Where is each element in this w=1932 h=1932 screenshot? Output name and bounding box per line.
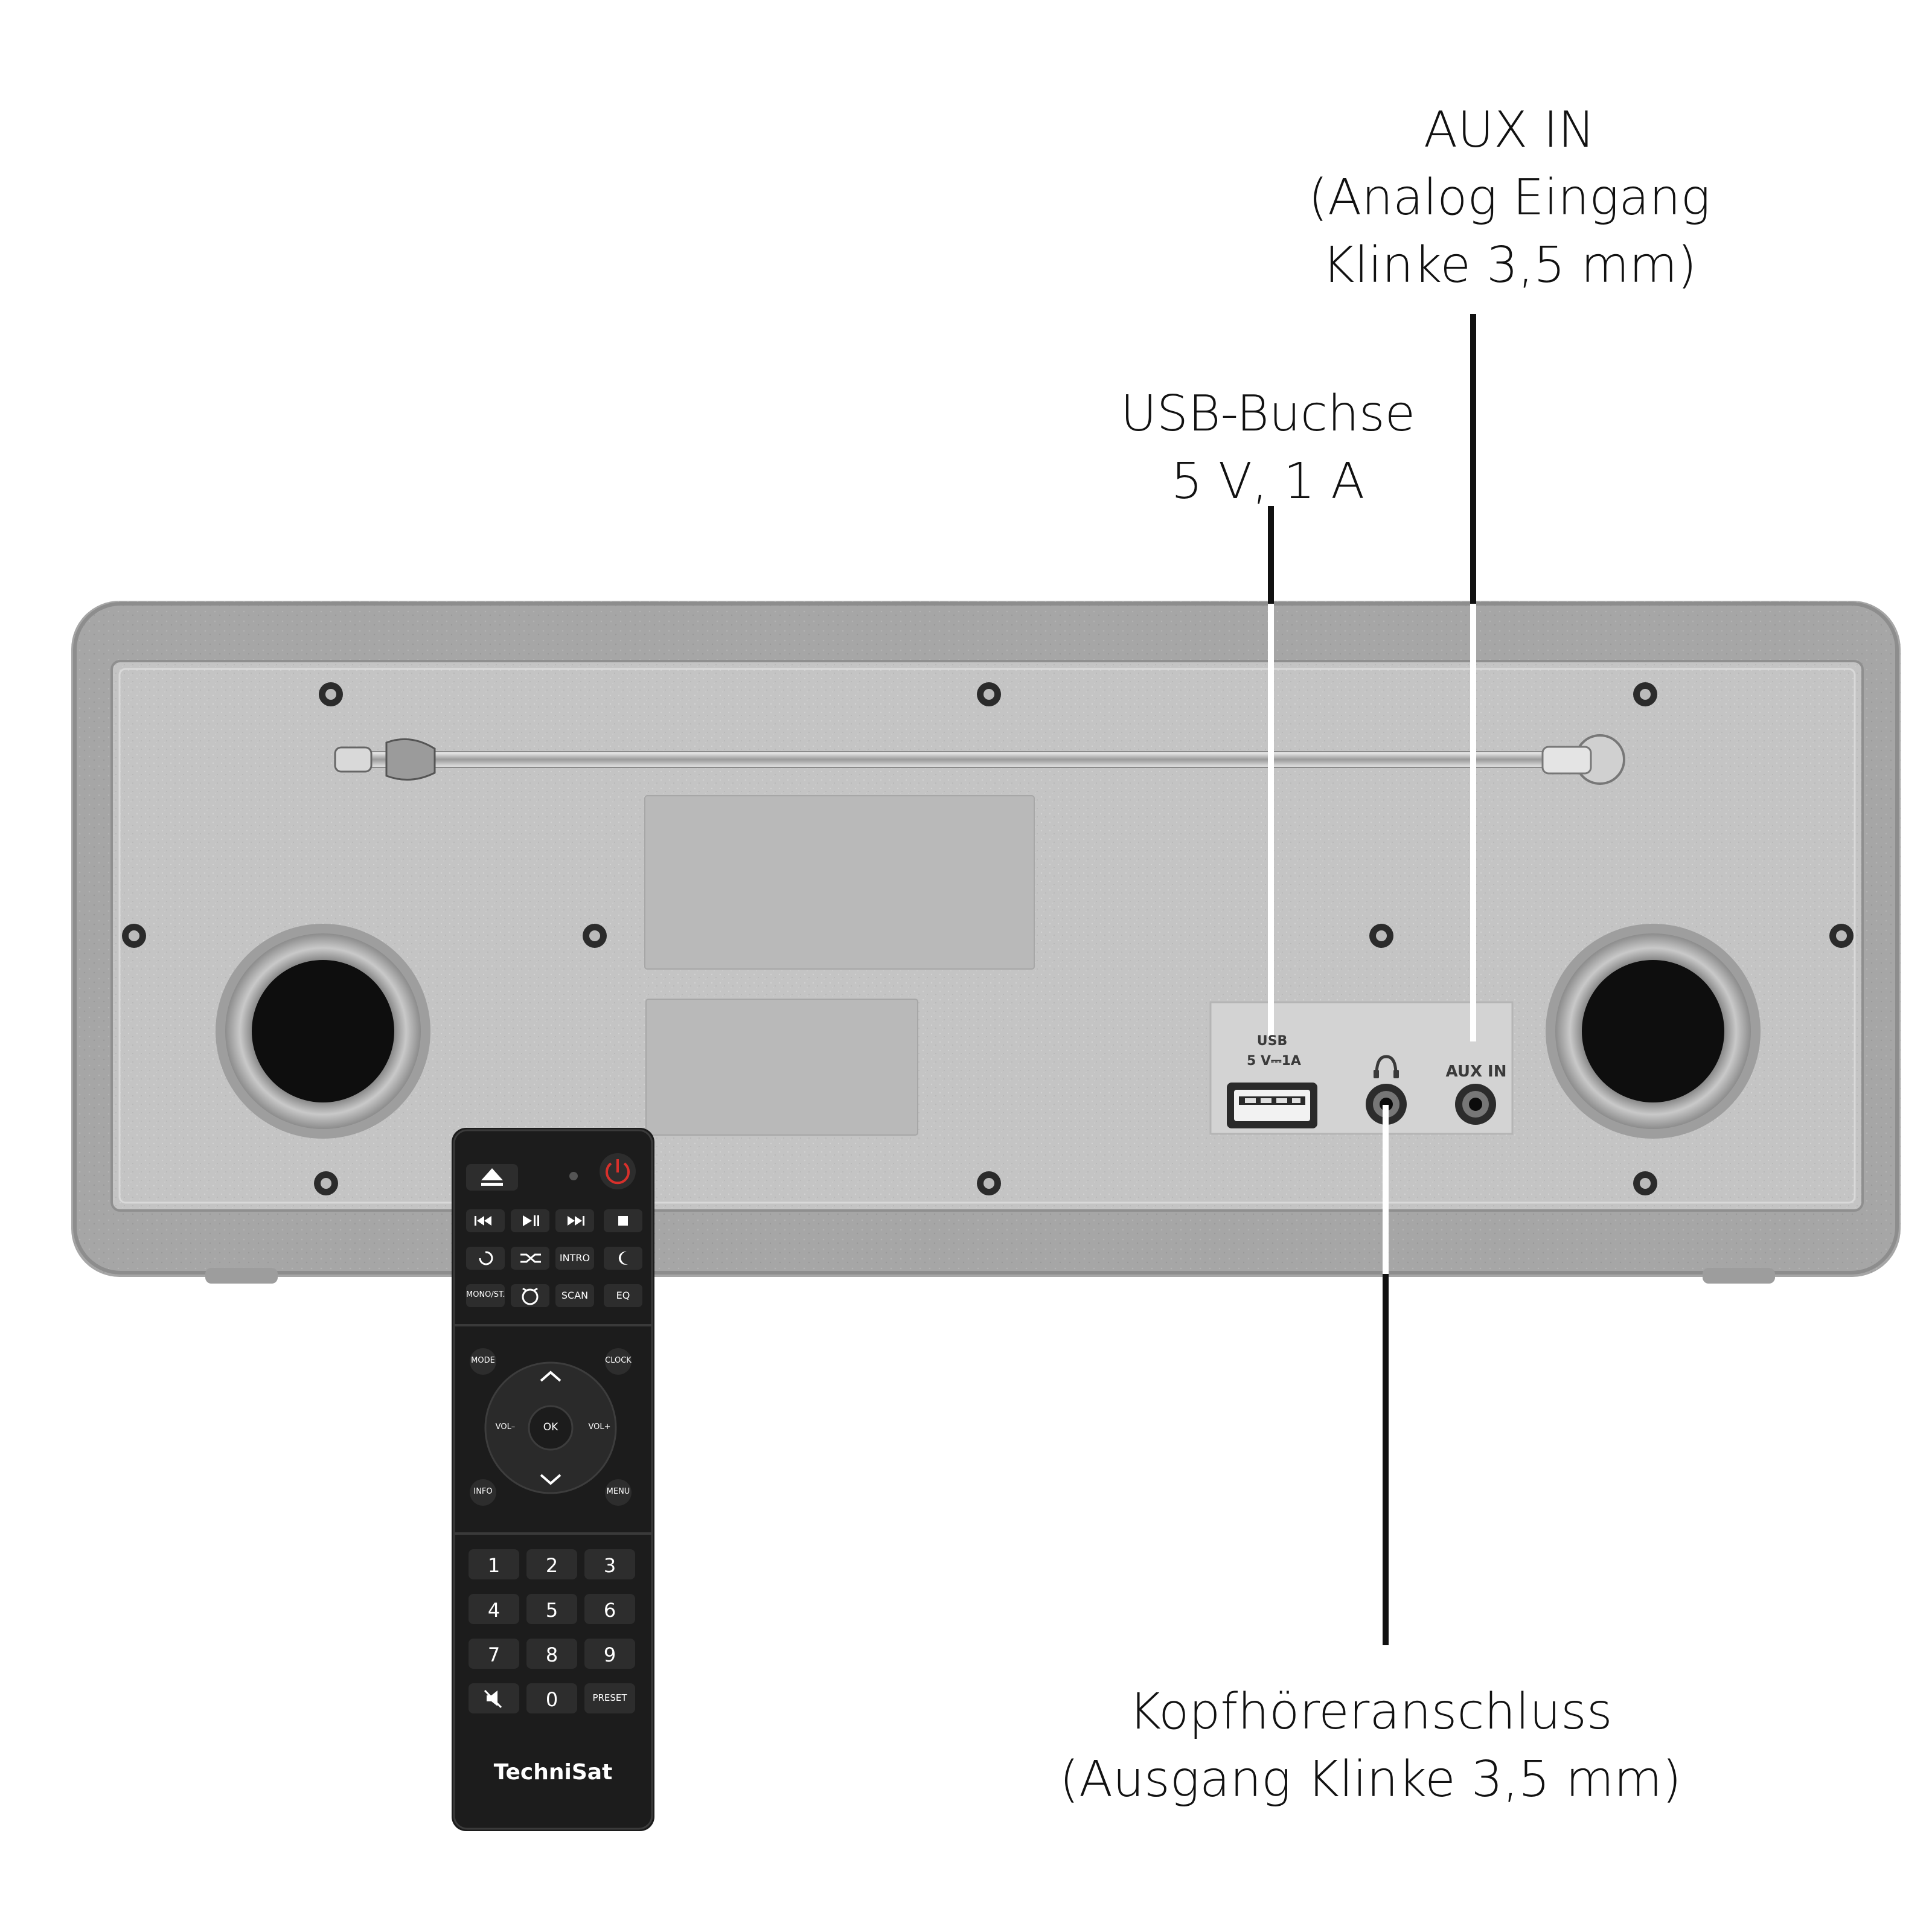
technisat-logo: TechniSat [493,1760,613,1785]
usb-rating: 5 V, 1 A [1171,453,1365,510]
mono-st-button[interactable]: MONO/ST. [466,1290,505,1299]
remote-control [452,1128,654,1831]
key-4[interactable]: 4 [487,1599,501,1622]
alarm-button[interactable] [511,1284,549,1307]
connection-panel [1209,1001,1514,1135]
callout-line-usb [1268,506,1274,604]
vol-minus-button[interactable]: VOL– [495,1422,516,1431]
headphones-desc: (Ausgang Klinke 3,5 mm) [1059,1751,1682,1808]
up-arrow-button[interactable] [531,1366,570,1390]
scan-button[interactable]: SCAN [561,1290,589,1301]
menu-button[interactable]: MENU [606,1487,630,1496]
screws [122,682,1854,1195]
key-3[interactable]: 3 [603,1554,616,1577]
aux-in-jack[interactable] [1455,1084,1496,1125]
vol-plus-button[interactable]: VOL+ [588,1422,611,1431]
prev-button[interactable] [466,1209,505,1232]
usb-port[interactable] [1227,1083,1317,1128]
telescopic-antenna [334,734,1625,785]
power-button[interactable] [600,1153,636,1189]
aux-port-label: AUX IN [1445,1063,1507,1081]
key-5[interactable]: 5 [545,1599,558,1622]
ok-button[interactable]: OK [543,1421,558,1433]
bass-port-left [216,924,430,1139]
headphone-jack[interactable] [1366,1084,1407,1125]
eq-button[interactable]: EQ [616,1290,630,1301]
preset-button[interactable]: PRESET [592,1692,627,1703]
key-9[interactable]: 9 [603,1643,616,1666]
bass-port-right [1546,924,1761,1139]
eject-button[interactable] [466,1164,518,1191]
mode-button[interactable]: MODE [471,1356,495,1365]
down-arrow-button[interactable] [531,1466,570,1490]
key-1[interactable]: 1 [487,1554,501,1577]
key-0[interactable]: 0 [545,1688,558,1711]
shuffle-button[interactable] [511,1247,549,1270]
key-6[interactable]: 6 [603,1599,616,1622]
usb-title: USB-Buchse [1120,385,1416,443]
usb-port-label: USB [1256,1034,1288,1049]
label-plate-small [645,999,918,1136]
callout-line-aux [1470,314,1476,604]
usb-port-rating: 5 V⎓1A [1247,1054,1301,1069]
aux-in-title: AUX IN [1424,101,1595,159]
callout-line-usb-inner [1268,604,1274,1040]
key-8[interactable]: 8 [545,1643,558,1666]
key-2[interactable]: 2 [545,1554,558,1577]
callout-line-aux-inner [1470,604,1476,1041]
callout-line-headphones [1383,1274,1389,1645]
headphones-callout: Kopfhöreranschluss (Ausgang Klinke 3,5 m… [978,1678,1763,1814]
mute-button[interactable] [469,1683,519,1713]
aux-in-desc-2: Klinke 3,5 mm) [1322,237,1697,294]
info-button[interactable]: INFO [473,1487,493,1496]
intro-button[interactable]: INTRO [559,1252,590,1264]
stop-button[interactable] [604,1209,642,1232]
usb-callout: USB-Buchse 5 V, 1 A [1026,380,1509,516]
key-7[interactable]: 7 [487,1643,501,1666]
aux-in-desc-1: (Analog Eingang [1308,169,1710,226]
next-button[interactable] [555,1209,594,1232]
callout-line-headphones-inner [1383,1105,1389,1274]
play-pause-button[interactable] [511,1209,549,1232]
headphones-title: Kopfhöreranschluss [1128,1683,1613,1741]
sleep-button[interactable] [604,1247,642,1270]
label-plate-large [644,795,1035,970]
aux-in-callout: AUX IN (Analog Eingang Klinke 3,5 mm) [1238,97,1781,299]
clock-button[interactable]: CLOCK [605,1356,632,1365]
repeat-button[interactable] [466,1247,505,1270]
